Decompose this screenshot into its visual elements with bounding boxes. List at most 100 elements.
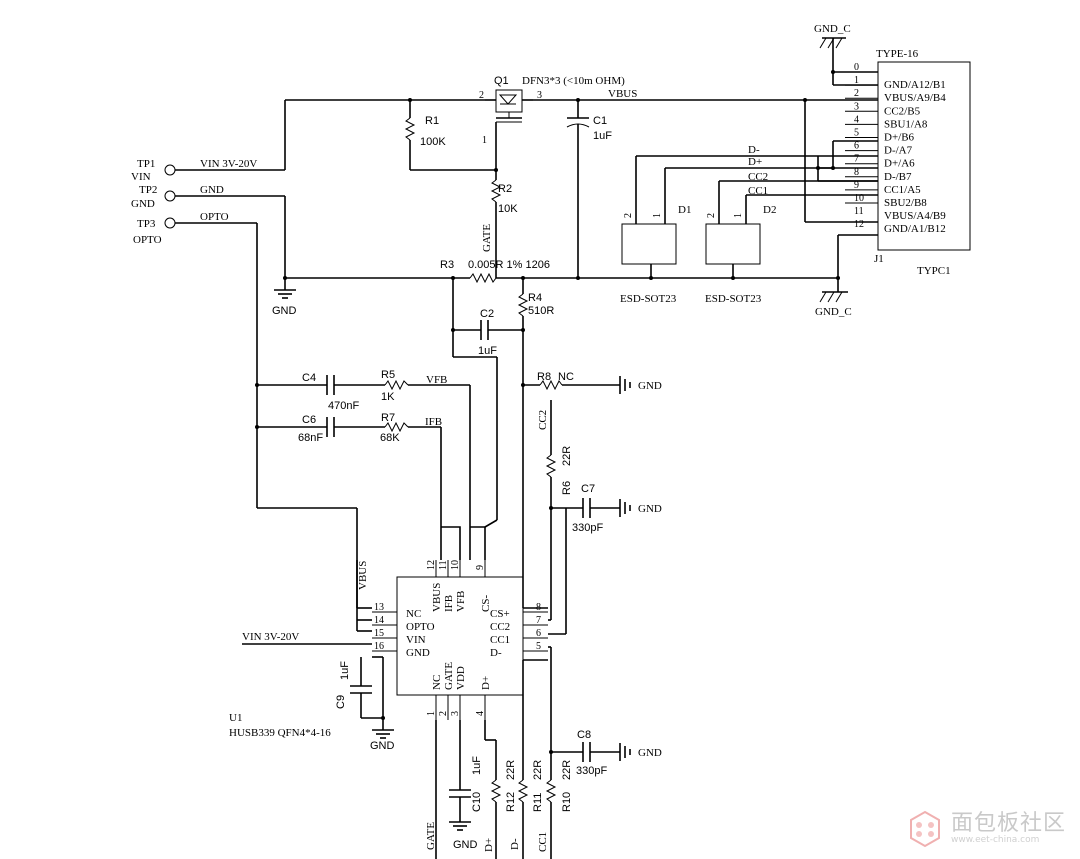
tp2-ref: TP2 xyxy=(139,184,157,196)
u1-top-pin-name: IFB xyxy=(443,595,455,612)
r1-value: 100K xyxy=(420,136,446,148)
q1-ref: Q1 xyxy=(494,75,509,87)
tp2-label: GND xyxy=(131,198,155,210)
r5-ref: R5 xyxy=(381,369,395,381)
u1-top-pin-num: 10 xyxy=(450,560,461,570)
watermark-text: 面包板社区 xyxy=(950,810,1066,836)
vin-label-tp: VIN 3V-20V xyxy=(200,158,257,170)
connector-pin-num: 11 xyxy=(854,206,864,217)
u1-top-pin-num: 9 xyxy=(475,565,486,570)
r8-ref: R8 xyxy=(537,371,551,383)
r6-value: 22R xyxy=(561,446,573,466)
d1-ref: D1 xyxy=(678,204,691,216)
r11-value: 22R xyxy=(532,760,544,780)
tp3-label: OPTO xyxy=(133,234,162,246)
connector-pin-num: 7 xyxy=(854,154,859,165)
u1-value: HUSB339 QFN4*4-16 xyxy=(229,727,331,739)
r11-ref: R11 xyxy=(532,793,544,812)
u1-bottom-pin-num: 1 xyxy=(426,711,437,716)
r12-ref: R12 xyxy=(505,792,517,812)
q1-desc: DFN3*3 (<10m OHM) xyxy=(522,75,625,87)
c7-value: 330pF xyxy=(572,522,603,534)
connector-pin-num: 0 xyxy=(854,62,859,73)
u1-left-pin-name: GND xyxy=(406,647,430,659)
usb-data-wiring xyxy=(816,140,878,182)
r2-ref: R2 xyxy=(498,183,512,195)
d1-pin-2: 2 xyxy=(623,213,634,218)
r12-value: 22R xyxy=(505,760,517,780)
vin-label-u1: VIN 3V-20V xyxy=(242,631,299,643)
gnd-c-label-top: GND_C xyxy=(814,23,851,35)
connector-pin-name: VBUS/A4/B9 xyxy=(884,210,946,222)
vfb-label: VFB xyxy=(426,374,447,386)
watermark-logo-icon xyxy=(909,810,940,848)
u1-left-pin-name: OPTO xyxy=(406,621,435,633)
c10-value: 1uF xyxy=(471,756,483,775)
cc1-label-esd: CC1 xyxy=(748,185,768,197)
watermark-url: www.eet-china.com xyxy=(950,834,1040,845)
u1-top-pin-num: 12 xyxy=(426,560,437,570)
c4-value: 470nF xyxy=(328,400,359,412)
q1-pin-2: 2 xyxy=(479,90,484,101)
connector-pin-name: VBUS/A9/B4 xyxy=(884,92,946,104)
connector-pin-num: 12 xyxy=(854,219,864,230)
u1-left-pin-name: VIN xyxy=(406,634,426,646)
vbus-label-u1: VBUS xyxy=(357,561,369,590)
connector-pin-name: D-/A7 xyxy=(884,145,913,157)
connector-pin-name: SBU2/B8 xyxy=(884,197,927,209)
resistor-r1: R1 100K xyxy=(404,100,496,171)
r2-value: 10K xyxy=(498,203,518,215)
u1-top-pin-name: VBUS xyxy=(431,583,443,612)
u1-right-pin-name: D- xyxy=(490,647,502,659)
mosfet-q1: Q1 DFN3*3 (<10m OHM) 2 3 1 xyxy=(479,75,625,146)
gate-net-label-top: GATE xyxy=(481,224,493,252)
connector-pin-num: 6 xyxy=(854,141,859,152)
connector-pin-num: 4 xyxy=(854,114,859,125)
r3-value: 0.005R 1% 1206 xyxy=(468,259,550,271)
connector-pin-name: D-/B7 xyxy=(884,171,912,183)
d1-pin-1: 1 xyxy=(652,213,663,218)
connector-pin-name: CC2/B5 xyxy=(884,105,921,117)
c4-ref: C4 xyxy=(302,372,316,384)
connector-pins: 0123456789101112GND/A12/B1VBUS/A9/B4CC2/… xyxy=(845,62,946,235)
gnd-label-left: GND xyxy=(272,305,297,317)
u1-top-pin-name: VFB xyxy=(455,591,467,612)
connector-pin-name: D+/B6 xyxy=(884,132,915,144)
c9-value: 1uF xyxy=(339,661,351,680)
d2-pin-2: 2 xyxy=(706,213,717,218)
ifb-label: IFB xyxy=(425,416,442,428)
bottom-nets: GATE GND 1uF C10 22R R12 D+ 22R R11 D- 2… xyxy=(425,508,662,859)
r7-value: 68K xyxy=(380,432,400,444)
connector-pin-num: 8 xyxy=(854,167,859,178)
c9-ref: C9 xyxy=(335,695,347,709)
r4-value: 510R xyxy=(528,305,554,317)
opto-label-tp: OPTO xyxy=(200,211,229,223)
connector-pin-name: CC1/A5 xyxy=(884,184,921,196)
c6-ref: C6 xyxy=(302,414,316,426)
connector-pin-num: 5 xyxy=(854,128,859,139)
testpoints: TP1 VIN TP2 GND TP3 OPTO VIN 3V-20V GND … xyxy=(131,100,286,246)
gnd-label-c10: GND xyxy=(453,839,478,851)
gnd-rail: GND R3 0.005R 1% 1206 xyxy=(272,196,840,317)
c8-ref: C8 xyxy=(577,729,591,741)
d2-pin-1: 1 xyxy=(733,213,744,218)
connector-pin-name: GND/A1/B12 xyxy=(884,223,946,235)
u1-right-pin-name: CC1 xyxy=(490,634,510,646)
c2-value: 1uF xyxy=(478,345,497,357)
u1-pins: 13NC14OPTO15VIN16GND8CS+7CC26CC15D-12VBU… xyxy=(372,560,548,720)
r10-value: 22R xyxy=(561,760,573,780)
q1-pin-3: 3 xyxy=(537,90,542,101)
d1-value: ESD-SOT23 xyxy=(620,293,677,305)
connector-name: TYPE-16 xyxy=(876,48,919,60)
u1-left-pin-num: 15 xyxy=(374,628,384,639)
c2-ref: C2 xyxy=(480,308,494,320)
watermark: 面包板社区 www.eet-china.com xyxy=(905,809,1066,849)
capacitor-c2: C2 1uF xyxy=(451,278,525,520)
u1-right-pin-num: 6 xyxy=(536,628,541,639)
vbus-net: VBUS xyxy=(285,88,878,102)
u1-left-pin-num: 16 xyxy=(374,641,384,652)
ic-u1: 13NC14OPTO15VIN16GND8CS+7CC26CC15D-12VBU… xyxy=(229,560,548,752)
r6-ref: R6 xyxy=(561,481,573,495)
u1-left-pin-num: 14 xyxy=(374,615,384,626)
c7-ref: C7 xyxy=(581,483,595,495)
